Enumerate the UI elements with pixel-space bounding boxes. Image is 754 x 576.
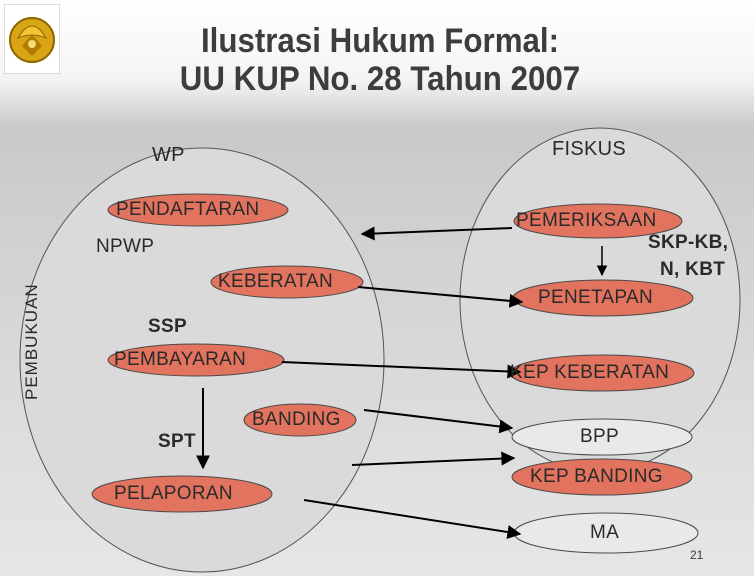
penetapan-label: PENETAPAN bbox=[538, 287, 653, 308]
pemeriksaan-label: PEMERIKSAAN bbox=[516, 210, 657, 231]
skp-label-line-2: N, KBT bbox=[660, 259, 726, 280]
slide-title-line-2: UU KUP No. 28 Tahun 2007 bbox=[179, 60, 581, 98]
kep-banding-label: KEP BANDING bbox=[530, 466, 663, 487]
bpp-label: BPP bbox=[580, 426, 619, 447]
arrow-pembayaran-to-kep-keberatan bbox=[281, 361, 522, 379]
kep-banding-node bbox=[511, 458, 693, 496]
banding-label: BANDING bbox=[252, 409, 341, 430]
pendaftaran-node bbox=[107, 193, 289, 227]
keberatan-label: KEBERATAN bbox=[218, 271, 333, 292]
bpp-node bbox=[511, 418, 693, 456]
kep-keberatan-label: KEP KEBERATAN bbox=[510, 362, 670, 383]
pendaftaran-label: PENDAFTARAN bbox=[116, 199, 260, 220]
arrow-keberatan-to-penetapan bbox=[357, 286, 524, 308]
page-number: 21 bbox=[690, 548, 704, 562]
keberatan-node bbox=[210, 265, 364, 299]
arrow-banding-to-bpp bbox=[363, 409, 514, 434]
pembukuan-label: PEMBUKUAN bbox=[22, 283, 41, 400]
npwp-label: NPWP bbox=[96, 236, 155, 257]
pembayaran-node bbox=[107, 343, 285, 377]
ssp-label: SSP bbox=[148, 316, 187, 337]
pemeriksaan-node bbox=[513, 203, 683, 239]
wp-label: WP bbox=[152, 144, 185, 166]
university-logo bbox=[3, 3, 61, 75]
banding-node bbox=[243, 403, 357, 437]
arrow-to-kep-banding bbox=[351, 451, 516, 466]
arrow-pemeriksaan-to-wp bbox=[360, 226, 513, 241]
skp-label-line-1: SKP-KB, bbox=[648, 232, 729, 253]
pelaporan-label: PELAPORAN bbox=[114, 483, 233, 504]
arrow-to-ma bbox=[303, 499, 522, 539]
spt-label: SPT bbox=[158, 431, 196, 452]
pelaporan-node bbox=[91, 475, 273, 513]
slide-title-line-1: Ilustrasi Hukum Formal: bbox=[200, 22, 560, 60]
pembayaran-label: PEMBAYARAN bbox=[114, 349, 247, 370]
ma-label: MA bbox=[590, 522, 620, 543]
fiskus-label: FISKUS bbox=[552, 138, 627, 160]
